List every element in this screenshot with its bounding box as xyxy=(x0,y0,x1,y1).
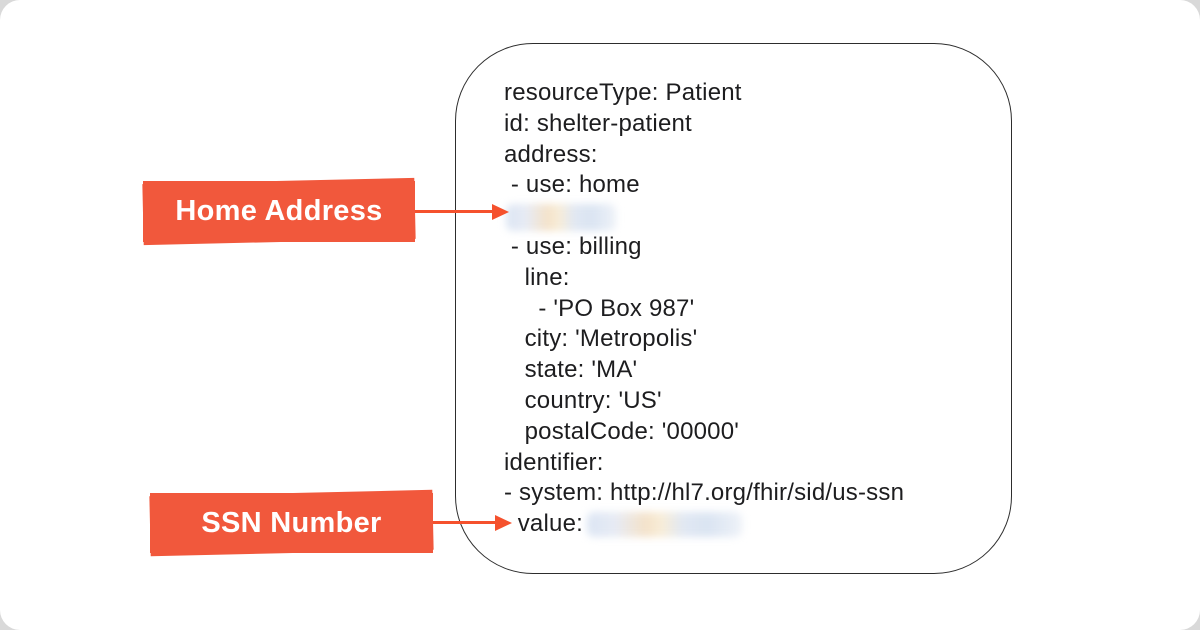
code-line-postal-code: postalCode: '00000' xyxy=(504,417,1003,448)
code-text: - use: home xyxy=(504,171,640,199)
code-line-id: id: shelter-patient xyxy=(504,109,1003,140)
redacted-ssn-value-blob xyxy=(586,512,742,538)
code-line-ssn-value-redacted: value: xyxy=(504,509,1003,540)
code-line-country: country: 'US' xyxy=(504,386,1003,417)
arrowhead-icon xyxy=(495,514,512,531)
code-line-use-billing: - use: billing xyxy=(504,232,1003,263)
code-line-line-key: line: xyxy=(504,263,1003,294)
ssn-number-arrow xyxy=(433,514,512,531)
callout-home-address: Home Address xyxy=(143,181,415,242)
code-line-system-ssn: - system: http://hl7.org/fhir/sid/us-ssn xyxy=(504,478,1003,509)
redacted-home-address-blob xyxy=(506,204,616,232)
fhir-yaml-panel: resourceType: Patient id: shelter-patien… xyxy=(455,43,1012,574)
code-line-address: address: xyxy=(504,140,1003,171)
arrowhead-icon xyxy=(492,203,509,220)
code-text: country: 'US' xyxy=(504,386,662,414)
code-text: state: 'MA' xyxy=(504,356,638,384)
code-text: line: xyxy=(504,263,570,291)
code-line-po-box: - 'PO Box 987' xyxy=(504,294,1003,325)
home-address-arrow xyxy=(415,203,509,220)
code-text: - system: http://hl7.org/fhir/sid/us-ssn xyxy=(504,479,905,507)
callout-home-address-label: Home Address xyxy=(175,195,383,227)
code-line-identifier: identifier: xyxy=(504,448,1003,479)
code-text: value: xyxy=(504,510,583,538)
code-line-home-address-redacted xyxy=(504,201,1003,232)
code-line-use-home: - use: home xyxy=(504,170,1003,201)
callout-ssn-number: SSN Number xyxy=(150,493,433,553)
code-line-state: state: 'MA' xyxy=(504,355,1003,386)
code-line-resource-type: resourceType: Patient xyxy=(504,78,1003,109)
code-text: resourceType: Patient xyxy=(504,79,742,106)
code-text: city: 'Metropolis' xyxy=(504,325,698,353)
code-text: postalCode: '00000' xyxy=(504,417,740,445)
code-text: address: xyxy=(504,140,598,168)
code-text: - use: billing xyxy=(504,232,642,260)
code-text: id: shelter-patient xyxy=(504,109,692,137)
code-text: identifier: xyxy=(504,448,604,476)
code-line-city: city: 'Metropolis' xyxy=(504,324,1003,355)
code-text: - 'PO Box 987' xyxy=(504,294,695,322)
callout-ssn-number-label: SSN Number xyxy=(201,506,382,539)
